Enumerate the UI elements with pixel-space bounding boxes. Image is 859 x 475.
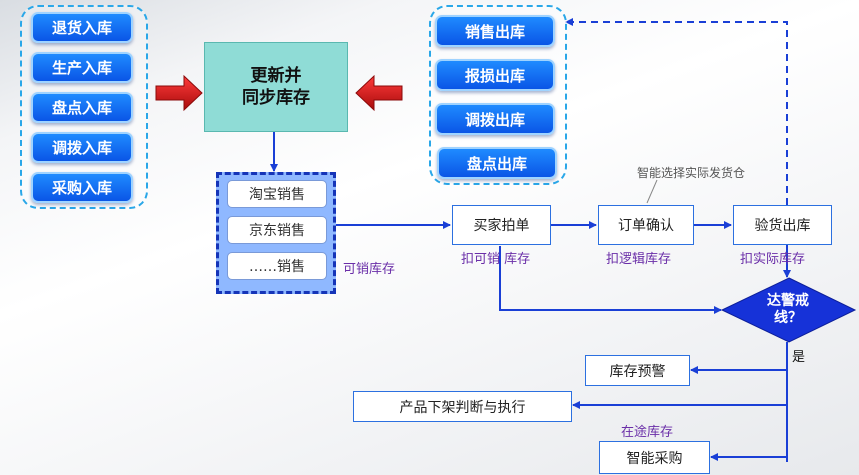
inbound-transfer-button[interactable]: 调拨入库	[31, 132, 133, 163]
decision-text: 达警戒 线？	[752, 293, 824, 327]
sync-line-2: 同步库存	[242, 88, 310, 108]
warehouse-note-line	[646, 179, 658, 204]
inbound-purchase-button[interactable]: 采购入库	[31, 172, 133, 203]
inbound-stocktake-button[interactable]: 盘点入库	[31, 92, 133, 123]
outbound-damage-button[interactable]: 报损出库	[435, 59, 555, 91]
channel-other[interactable]: ……销售	[227, 252, 327, 280]
sync-inventory-box: 更新并 同步库存	[204, 42, 348, 132]
available-stock-label: 可销库存	[343, 262, 396, 277]
decision-line-1: 达警戒	[767, 293, 809, 309]
inbound-production-button[interactable]: 生产入库	[31, 52, 133, 83]
inspect-ship-box: 验货出库	[733, 205, 832, 245]
outbound-transfer-button[interactable]: 调拨出库	[435, 103, 555, 135]
delist-box: 产品下架判断与执行	[353, 391, 572, 422]
buyer-order-box: 买家拍单	[452, 205, 551, 245]
order-confirm-box: 订单确认	[598, 205, 694, 245]
outbound-sales-button[interactable]: 销售出库	[435, 15, 555, 47]
outbound-stocktake-button[interactable]: 盘点出库	[437, 147, 557, 179]
in-transit-label: 在途库存	[621, 425, 674, 440]
smart-warehouse-label: 智能选择实际发货仓	[637, 166, 746, 180]
decision-line-2: 线？	[774, 310, 802, 326]
channel-taobao[interactable]: 淘宝销售	[227, 180, 327, 208]
red-arrow-right	[355, 74, 403, 112]
red-arrow-left	[155, 74, 203, 112]
channel-jd[interactable]: 京东销售	[227, 216, 327, 244]
order-to-decision-line	[499, 246, 722, 314]
sync-line-1: 更新并	[250, 66, 302, 86]
inspect-to-outbound-dashed	[565, 18, 788, 205]
deduct-logical-label: 扣逻辑库存	[606, 252, 672, 267]
deduct-actual-label: 扣实际库存	[740, 252, 806, 267]
smart-purchase-box: 智能采购	[599, 441, 710, 474]
decision-yes-label: 是	[792, 350, 806, 365]
deduct-available-label: 扣可销 库存	[461, 252, 531, 267]
decision-diamond	[720, 277, 857, 343]
stock-warning-box: 库存预警	[585, 355, 690, 386]
inbound-return-button[interactable]: 退货入库	[31, 12, 133, 43]
